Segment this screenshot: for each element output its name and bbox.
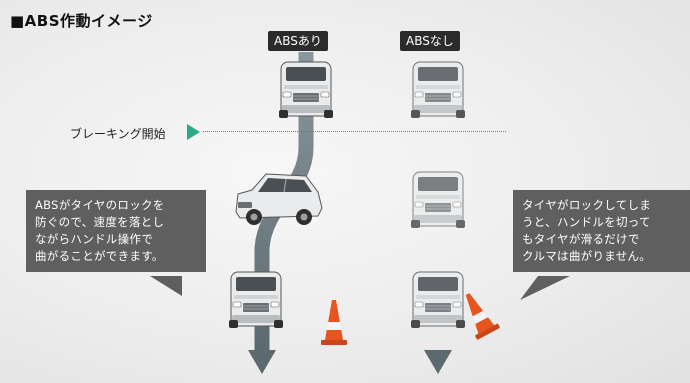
- callout-right-tail: [520, 276, 570, 300]
- traffic-cone-left: [321, 300, 347, 345]
- callout-abs-on-line: ながらハンドル操作で: [35, 232, 153, 246]
- car-abs-off-collision: [410, 271, 466, 329]
- callout-abs-off-line: タイヤがロックしてしま: [522, 198, 652, 212]
- callout-abs-off-line: クルマは曲がりません。: [522, 249, 652, 263]
- abs-on-arrowhead: [248, 350, 276, 374]
- callout-abs-on-line: 防ぐので、速度を落とし: [35, 215, 165, 229]
- braking-start-label: ブレーキング開始: [70, 127, 166, 141]
- car-abs-off-approach: [410, 61, 466, 119]
- callout-abs-off-line: うと、ハンドルを切って: [522, 215, 651, 229]
- car-abs-on-passed: [228, 271, 284, 329]
- callout-abs-on-line: ABSがタイヤのロックを: [35, 198, 165, 212]
- label-with-abs: ABSあり: [268, 31, 328, 51]
- diagram-title: ■ABS作動イメージ: [10, 12, 153, 30]
- braking-start-marker: [187, 124, 200, 140]
- callout-abs-on: ABSがタイヤのロックを 防ぐので、速度を落とし ながらハンドル操作で 曲がるこ…: [26, 190, 206, 272]
- car-abs-off-locked: [410, 171, 466, 229]
- callout-left-tail: [150, 276, 182, 296]
- car-abs-on-turning: [235, 173, 323, 226]
- label-without-abs: ABSなし: [400, 31, 460, 51]
- braking-start-line: [203, 131, 506, 132]
- car-abs-on-approach: [278, 61, 334, 119]
- callout-abs-off-line: もタイヤが滑るだけで: [522, 232, 640, 246]
- abs-off-arrowhead: [424, 350, 452, 374]
- callout-abs-on-line: 曲がることができます。: [35, 249, 164, 263]
- callout-abs-off: タイヤがロックしてしま うと、ハンドルを切って もタイヤが滑るだけで クルマは曲…: [513, 190, 690, 272]
